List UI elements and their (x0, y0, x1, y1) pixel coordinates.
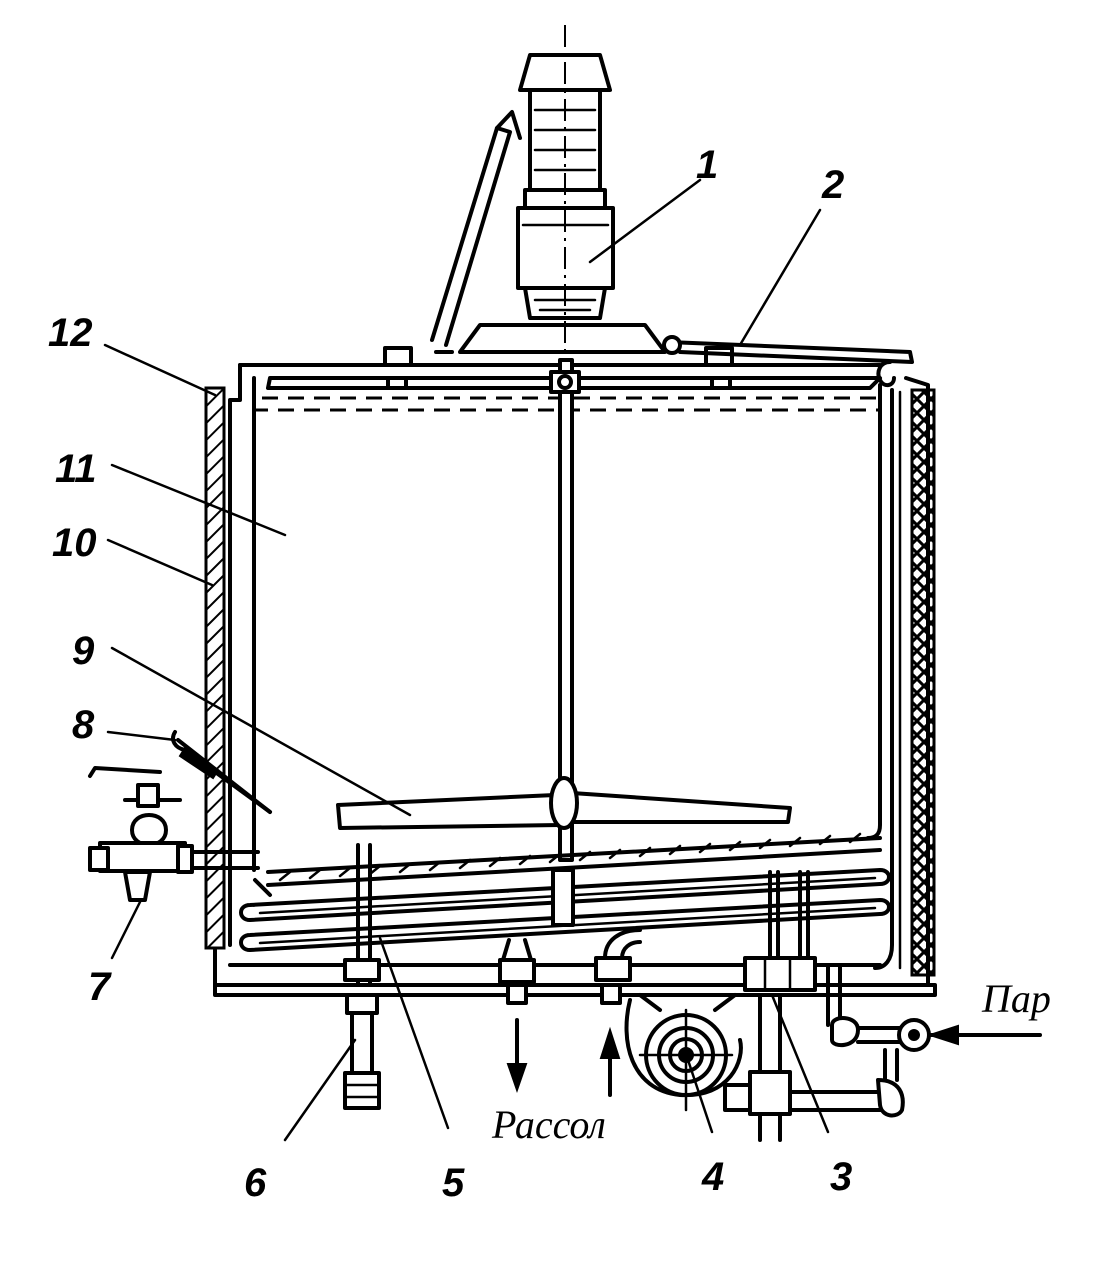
tank-lid (238, 335, 914, 390)
part-labels: 1 2 3 4 5 6 7 8 9 10 11 12 (48, 143, 852, 1205)
label-3: 3 (830, 1155, 852, 1199)
leader-3 (770, 993, 830, 1134)
bottom-and-coil (239, 832, 891, 992)
leader-lines (103, 178, 830, 1142)
label-2: 2 (821, 163, 844, 207)
steam-label: Пар (981, 976, 1051, 1021)
tank-body (204, 363, 937, 997)
legs-and-fittings (343, 928, 642, 1110)
leader-1 (588, 178, 702, 264)
leader-2 (738, 208, 822, 347)
leader-9 (110, 646, 412, 817)
label-5: 5 (442, 1161, 465, 1205)
leader-7 (110, 900, 142, 960)
label-8: 8 (72, 703, 95, 747)
leader-10 (106, 538, 214, 587)
label-10: 10 (52, 521, 97, 565)
insulation-right (910, 388, 936, 977)
label-7: 7 (88, 965, 112, 1009)
thermometer-probe (171, 730, 272, 814)
label-4: 4 (701, 1155, 724, 1199)
brine-arrows (506, 1018, 621, 1097)
flow-labels: Рассол Пар (491, 976, 1051, 1147)
label-6: 6 (244, 1161, 267, 1205)
brine-label: Рассол (491, 1102, 606, 1147)
label-1: 1 (696, 143, 718, 187)
steam-heater (624, 956, 1042, 1142)
leader-11 (110, 463, 287, 537)
leader-8 (106, 730, 177, 742)
drain-valve (88, 766, 260, 902)
leader-6 (283, 1038, 357, 1142)
motor-drive (458, 25, 667, 360)
label-11: 11 (55, 447, 97, 491)
label-9: 9 (72, 629, 95, 673)
leader-4 (686, 1058, 714, 1134)
insulation-left (204, 386, 226, 950)
label-12: 12 (48, 311, 93, 355)
leader-5 (378, 936, 450, 1130)
leader-12 (103, 343, 217, 397)
lid-lifting-arm (430, 110, 522, 354)
stirrer (336, 358, 792, 862)
